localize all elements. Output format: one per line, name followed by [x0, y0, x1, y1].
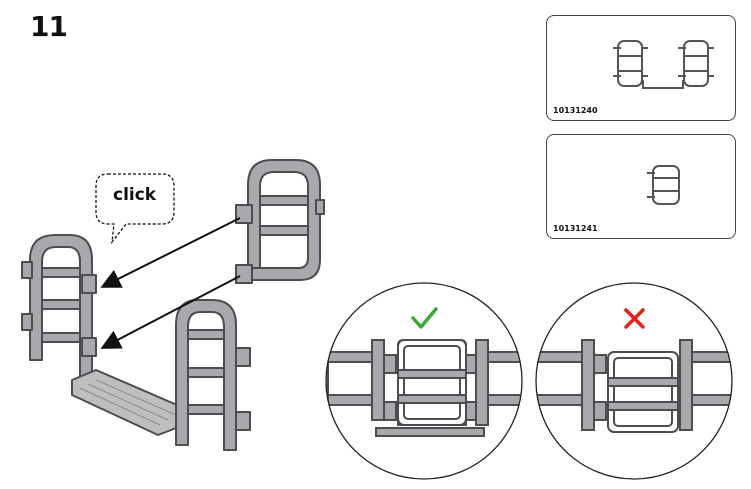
click-callout-bubble — [95, 173, 175, 245]
check-mark-icon — [411, 307, 438, 329]
click-callout-text: click — [113, 185, 157, 205]
left-fence-panel — [21, 234, 97, 381]
fence-set-icon — [613, 40, 714, 89]
part-box-gate: 10131241 — [546, 134, 736, 239]
step-number: 11 — [30, 10, 68, 43]
attach-arrow-bottom — [100, 275, 241, 349]
correct-detail-circle — [325, 282, 523, 480]
attach-arrow-top — [100, 217, 241, 288]
base-plate — [71, 369, 185, 436]
part-number: 10131240 — [553, 106, 598, 115]
gate-icon — [647, 165, 680, 205]
right-front-fence-panel — [175, 299, 251, 451]
wrong-detail-circle — [535, 282, 733, 480]
gate-panel — [235, 159, 325, 284]
cross-mark-icon — [624, 308, 645, 329]
part-number: 10131241 — [553, 224, 598, 233]
part-box-fence-set: 10131240 — [546, 15, 736, 121]
